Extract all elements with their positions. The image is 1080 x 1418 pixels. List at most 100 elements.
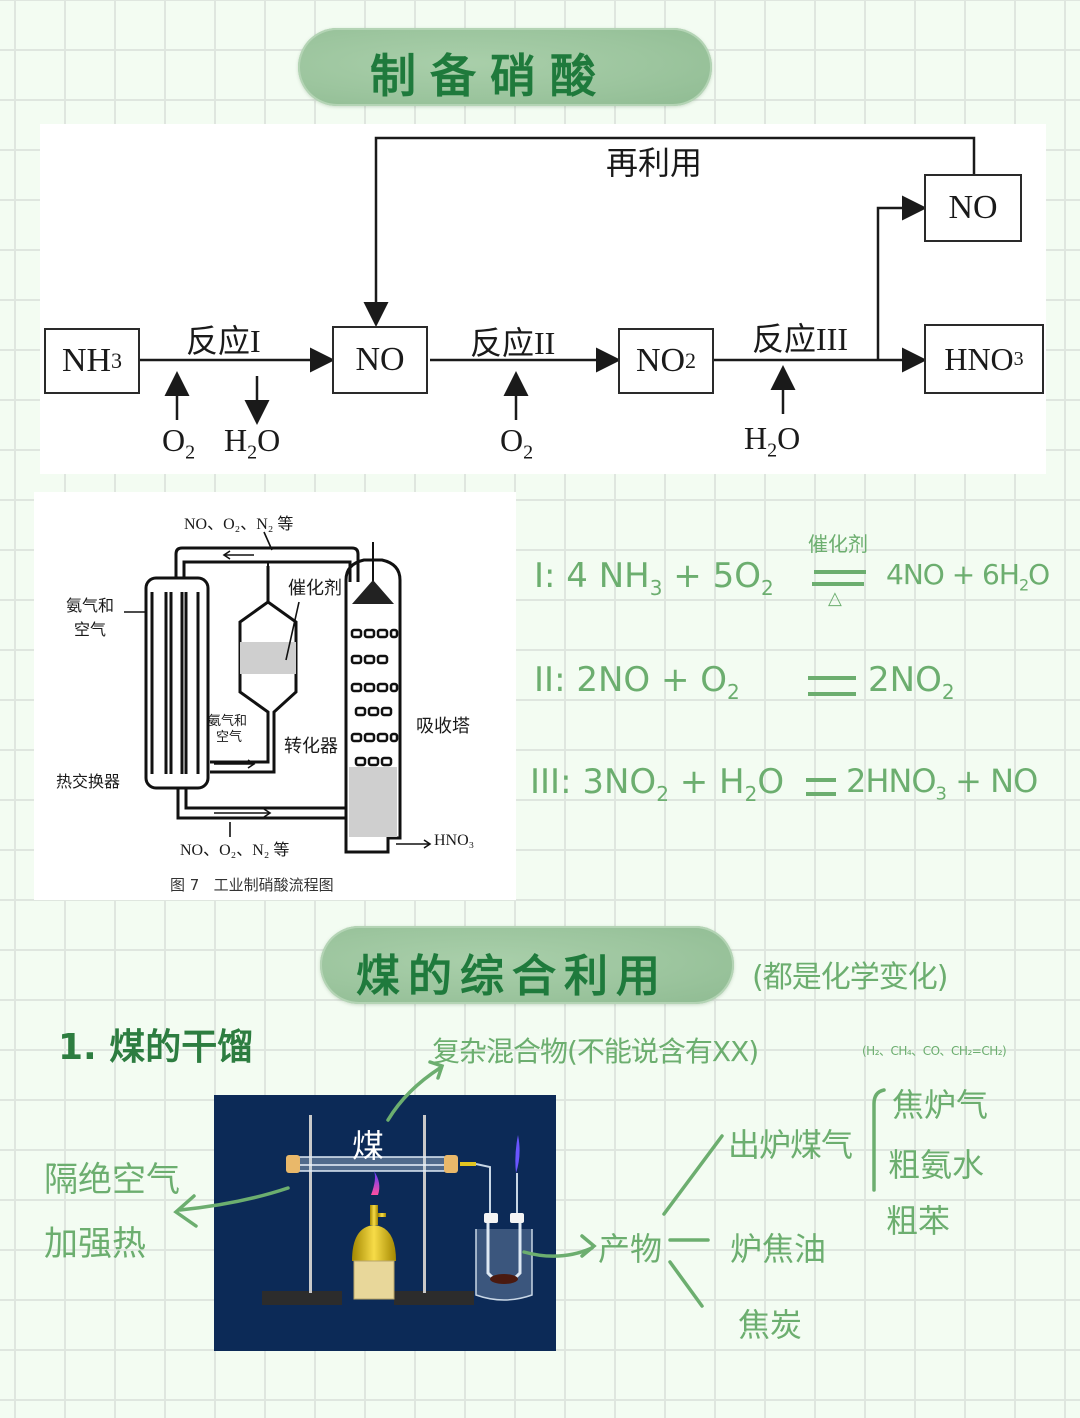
eq1-roman: I [534, 556, 545, 596]
label-ammonia-air-left-2: 空气 [74, 622, 107, 639]
coal-label: 煤 [352, 1127, 385, 1165]
label-catalyst: 催化剂 [288, 578, 342, 598]
eq3-lhs-c: O [757, 762, 785, 802]
absorber-tower [344, 558, 402, 854]
h2o-3-sub: 2 [767, 439, 778, 462]
bottom-pipe [176, 788, 346, 820]
eq1-colon: : [544, 556, 567, 596]
equation-2-rhs: 2NO2 [868, 660, 955, 704]
h2o-3-text: H [744, 420, 768, 456]
product-coke: 焦炭 [738, 1306, 803, 1344]
eq3-colon: : [560, 762, 583, 802]
label-o2-input-2: O2 [500, 422, 533, 464]
node-nh3-text: NH [61, 342, 112, 379]
label-bottom-gases: NO、O₂、N₂ 等 [180, 842, 290, 859]
label-h2o-output-1: H2O [224, 422, 280, 464]
eq1-rhs-b: O [1028, 558, 1050, 591]
plant-diagram-caption: 图 7 工业制硝酸流程图 [170, 876, 334, 894]
title-banner-nitric-acid [298, 28, 712, 106]
plant-diagram-panel: NO、O₂、N₂ 等 催化剂 氨气和 空气 氨气和 空气 转化器 吸收塔 热交换… [34, 492, 516, 900]
eq1-lhs-sub2: 2 [760, 575, 774, 600]
equation-3-rhs: 2HNO3 + NO [846, 762, 1038, 804]
label-ammonia-air-left-1: 氨气和 [66, 598, 115, 615]
eq3-lhs-sub2: 2 [744, 781, 758, 806]
label-hno3-product: HNO₃ [434, 832, 475, 849]
eq3-lhs-b: + H [668, 762, 745, 802]
stand-base-left [262, 1291, 342, 1305]
eq1-double-line [814, 570, 866, 574]
eq2-roman: II [534, 660, 555, 700]
brace-coal-gas [872, 1088, 886, 1192]
title-banner-coal [320, 926, 734, 1004]
node-hno3-sub: 3 [1013, 347, 1024, 370]
receiver-flame [515, 1135, 520, 1173]
label-reaction-3: 反应III [752, 321, 848, 357]
node-no-text: NO [355, 341, 405, 378]
plant-diagram-drawing [124, 531, 432, 854]
label-ammonia-air-inner-1: 氨气和 [208, 713, 248, 728]
burner-flame [371, 1171, 380, 1195]
arrow-branch-to-no-top [876, 195, 927, 360]
h2o-1-sub: 2 [247, 441, 258, 464]
condition-strong-heat: 加强热 [44, 1224, 146, 1264]
eq1-lhs-a: 4 NH [566, 556, 650, 596]
tube-stopper-left [286, 1155, 300, 1173]
label-reaction-1: 反应I [186, 323, 261, 359]
eq2-equals [808, 676, 856, 696]
label-top-gases: NO、O₂、N₂ 等 [184, 516, 294, 533]
equation-2: II: 2NO + O2 [534, 660, 740, 704]
o2-1-sub: 2 [185, 441, 196, 464]
node-nh3-sub: 3 [111, 348, 123, 373]
gas-components-note: (H₂、CH₄、CO、CH₂=CH₂) [862, 1044, 1007, 1058]
eq3-rhs-b: + NO [946, 762, 1038, 800]
node-no-recycle-text: NO [948, 189, 998, 226]
tube-stopper-right [444, 1155, 458, 1173]
eq1-lhs-sub1: 3 [649, 575, 663, 600]
arrow-recycle-loop [363, 136, 976, 327]
apparatus-drawing [262, 1115, 533, 1305]
label-reaction-2: 反应II [470, 325, 556, 361]
coal-gas-part-coke-oven-gas: 焦炉气 [892, 1086, 989, 1124]
label-ammonia-air-inner-2: 空气 [216, 729, 243, 744]
eq1-condition-catalyst: 催化剂 [808, 532, 868, 556]
coal-gas-part-crude-ammonia: 粗氨水 [888, 1146, 985, 1184]
coal-gas-part-crude-benzene: 粗苯 [886, 1202, 951, 1240]
eq1-reaction-sign: 催化剂 △ [806, 528, 876, 614]
o2-2-sub: 2 [523, 441, 534, 464]
equation-1-rhs: 4NO + 6H2O [886, 558, 1050, 595]
beaker [475, 1229, 533, 1301]
flowchart-connectors [140, 136, 976, 425]
product-coal-gas: 出炉煤气 [728, 1126, 853, 1164]
coal-tar [490, 1274, 518, 1284]
product-coal-tar: 炉焦油 [730, 1230, 827, 1268]
burner-block [353, 1260, 395, 1300]
coal-title-note: (都是化学变化) [752, 960, 948, 995]
products-label: 产物 [598, 1230, 663, 1268]
stand-base-right [394, 1291, 474, 1305]
h2o-1-tail: O [257, 422, 281, 458]
eq3-equals [806, 778, 836, 796]
dry-distillation-apparatus: 煤 [214, 1095, 556, 1351]
node-no2-sub: 2 [685, 348, 697, 373]
section-title-coal: 煤的综合利用 [356, 951, 668, 1002]
node-no: NO [332, 326, 428, 394]
h2o-3-tail: O [777, 420, 801, 456]
section-title-nitric-acid: 制备硝酸 [370, 49, 610, 103]
label-o2-input-1: O2 [162, 422, 195, 464]
stand-rod-left [309, 1115, 312, 1293]
h2o-1-text: H [224, 422, 248, 458]
label-absorber: 吸收塔 [416, 716, 470, 736]
eq1-lhs-b: + 5O [662, 556, 761, 596]
branch-to-coal-gas [662, 1134, 724, 1216]
node-no-recycle: NO [924, 174, 1022, 242]
o2-1-text: O [162, 422, 186, 458]
node-hno3-text: HNO [944, 340, 1014, 377]
mixture-note: 复杂混合物(不能说含有XX) [432, 1035, 759, 1068]
eq3-lhs-a: 3NO [582, 762, 657, 802]
label-h2o-input-3: H2O [744, 420, 800, 462]
condition-isolate-air: 隔绝空气 [44, 1160, 180, 1200]
eq2-lhs-a: 2NO + O [576, 660, 728, 700]
